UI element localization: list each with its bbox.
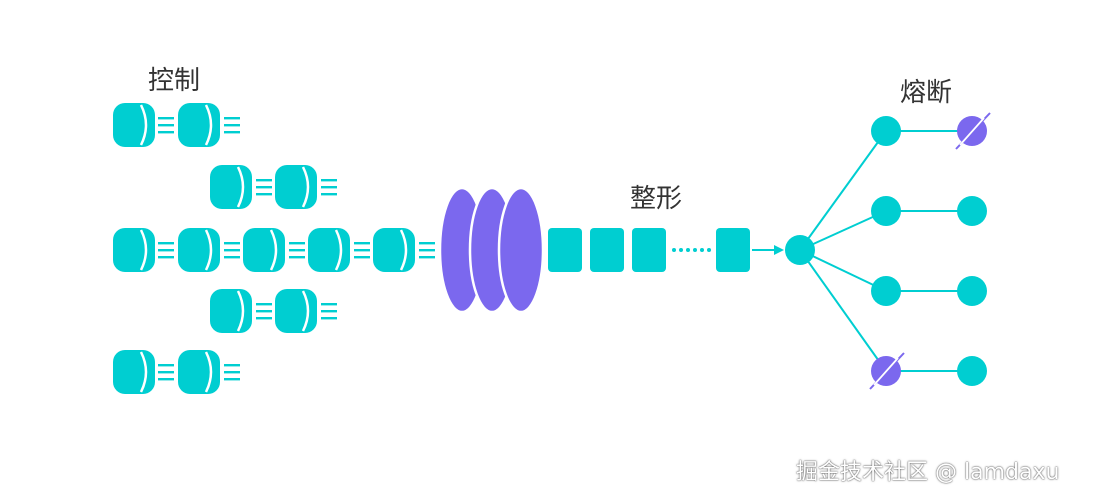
service-node bbox=[871, 116, 901, 146]
request-cylinder bbox=[273, 287, 319, 335]
queue-row-1 bbox=[111, 101, 240, 149]
service-node bbox=[957, 196, 987, 226]
queue-row-3 bbox=[111, 226, 435, 274]
shaped-request-block bbox=[632, 228, 666, 272]
flow-lines bbox=[224, 117, 240, 134]
broken-node-icon bbox=[955, 112, 991, 150]
request-cylinder bbox=[111, 101, 157, 149]
flow-lines bbox=[289, 242, 305, 259]
shaping-label: 整形 bbox=[630, 184, 683, 214]
shaped-request-block bbox=[548, 228, 582, 272]
control-queues bbox=[111, 101, 435, 396]
shaped-queue bbox=[548, 228, 784, 272]
request-cylinder bbox=[208, 163, 254, 211]
flow-lines bbox=[256, 179, 272, 196]
flow-lines bbox=[224, 364, 240, 381]
shaped-request-block bbox=[716, 228, 750, 272]
circuit-breaker-tree bbox=[785, 112, 991, 390]
service-node bbox=[871, 196, 901, 226]
flow-lines bbox=[158, 117, 174, 134]
flow-lines bbox=[256, 303, 272, 320]
shaped-request-block bbox=[590, 228, 624, 272]
request-cylinder bbox=[111, 226, 157, 274]
flow-lines bbox=[419, 242, 435, 259]
watermark-text: 掘金技术社区 @ lamdaxu bbox=[796, 460, 1060, 485]
request-cylinder bbox=[306, 226, 352, 274]
flow-lines bbox=[321, 179, 337, 196]
circuit-break-label: 熔断 bbox=[900, 78, 953, 108]
root-node bbox=[785, 235, 815, 265]
request-cylinder bbox=[208, 287, 254, 335]
ellipsis-dots bbox=[672, 248, 711, 252]
flow-lines bbox=[224, 242, 240, 259]
queue-row-5 bbox=[111, 348, 240, 396]
shaping-funnel bbox=[438, 186, 545, 314]
request-cylinder bbox=[111, 348, 157, 396]
request-cylinder bbox=[176, 101, 222, 149]
flow-lines bbox=[321, 303, 337, 320]
request-cylinder bbox=[176, 226, 222, 274]
flow-lines bbox=[354, 242, 370, 259]
funnel-disc bbox=[497, 186, 545, 314]
request-cylinder bbox=[176, 348, 222, 396]
service-node bbox=[957, 356, 987, 386]
flow-lines bbox=[158, 242, 174, 259]
control-label: 控制 bbox=[148, 66, 201, 96]
arrow-right-icon bbox=[752, 245, 784, 255]
broken-node-icon bbox=[869, 352, 905, 390]
queue-row-2 bbox=[208, 163, 337, 211]
tree-edges bbox=[799, 130, 972, 372]
request-cylinder bbox=[371, 226, 417, 274]
request-cylinder bbox=[273, 163, 319, 211]
queue-row-4 bbox=[208, 287, 337, 335]
request-cylinder bbox=[241, 226, 287, 274]
service-node bbox=[871, 276, 901, 306]
service-node bbox=[957, 276, 987, 306]
flow-lines bbox=[158, 364, 174, 381]
